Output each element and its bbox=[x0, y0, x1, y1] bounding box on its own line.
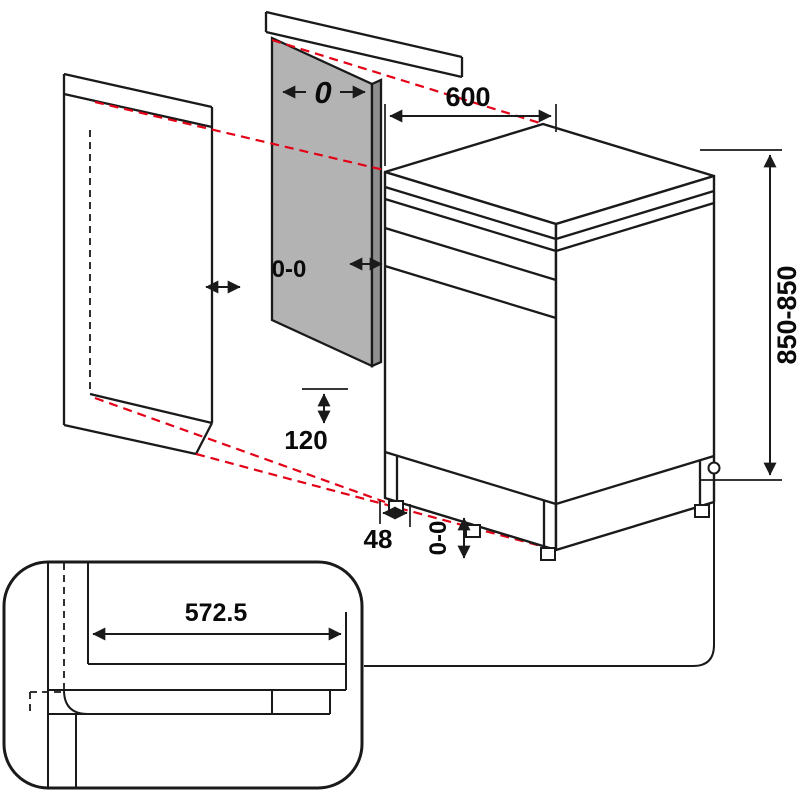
foot-setback-label: 48 bbox=[364, 524, 393, 554]
width-dimension-label: 600 bbox=[445, 82, 490, 112]
panel-gap-label: 0 bbox=[314, 75, 331, 110]
dishwasher-foot bbox=[388, 500, 404, 514]
dimension-detail-depth: 572.5 bbox=[92, 599, 342, 641]
detail-reference-marker bbox=[707, 461, 721, 475]
side-panel bbox=[270, 36, 383, 368]
alignment-line-top-back bbox=[271, 38, 544, 126]
side-gap-label: 0-0 bbox=[272, 256, 307, 283]
plinth-clearance-label: 120 bbox=[284, 425, 327, 455]
foot-adjustment-label: 0-0 bbox=[425, 521, 452, 556]
alignment-line-bottom-near bbox=[195, 452, 557, 552]
alignment-line-bottom-front bbox=[94, 396, 386, 504]
dishwasher-plinth-lines bbox=[384, 450, 715, 546]
dimension-foot-adjustment: 0-0 bbox=[425, 517, 471, 559]
dishwasher-front-face bbox=[383, 170, 558, 552]
cabinet-drawing bbox=[62, 72, 214, 456]
dimension-height: 850-850 bbox=[700, 149, 800, 481]
side-panel-edge bbox=[370, 78, 383, 368]
detail-section-lines bbox=[47, 563, 347, 787]
dishwasher-foot bbox=[694, 504, 710, 518]
dimension-side-gap: 0-0 bbox=[205, 256, 383, 294]
dimension-plinth-clearance: 120 bbox=[284, 388, 348, 455]
dishwasher-foot bbox=[465, 524, 481, 538]
dishwasher-worktop-lines bbox=[384, 185, 715, 253]
dimension-panel-gap: 0 bbox=[282, 75, 366, 110]
dishwasher-control-panel-lines bbox=[384, 226, 557, 320]
alignment-line-top-front bbox=[94, 100, 385, 172]
counter-over-panel bbox=[264, 10, 464, 79]
detail-depth-label: 572.5 bbox=[185, 599, 248, 627]
detail-door-swing-curve bbox=[63, 689, 89, 715]
dishwasher-foot bbox=[540, 547, 556, 561]
height-dimension-label: 850-850 bbox=[772, 265, 800, 364]
detail-hidden-lines bbox=[29, 563, 65, 712]
dimension-width: 600 bbox=[384, 82, 557, 166]
alignment-lines bbox=[94, 38, 557, 552]
dimension-foot-setback: 48 bbox=[364, 501, 411, 554]
detail-inset-frame bbox=[2, 560, 364, 790]
detail-inset: 572.5 bbox=[2, 560, 364, 790]
dishwasher-drawing bbox=[383, 122, 716, 561]
detail-leader bbox=[364, 461, 721, 667]
